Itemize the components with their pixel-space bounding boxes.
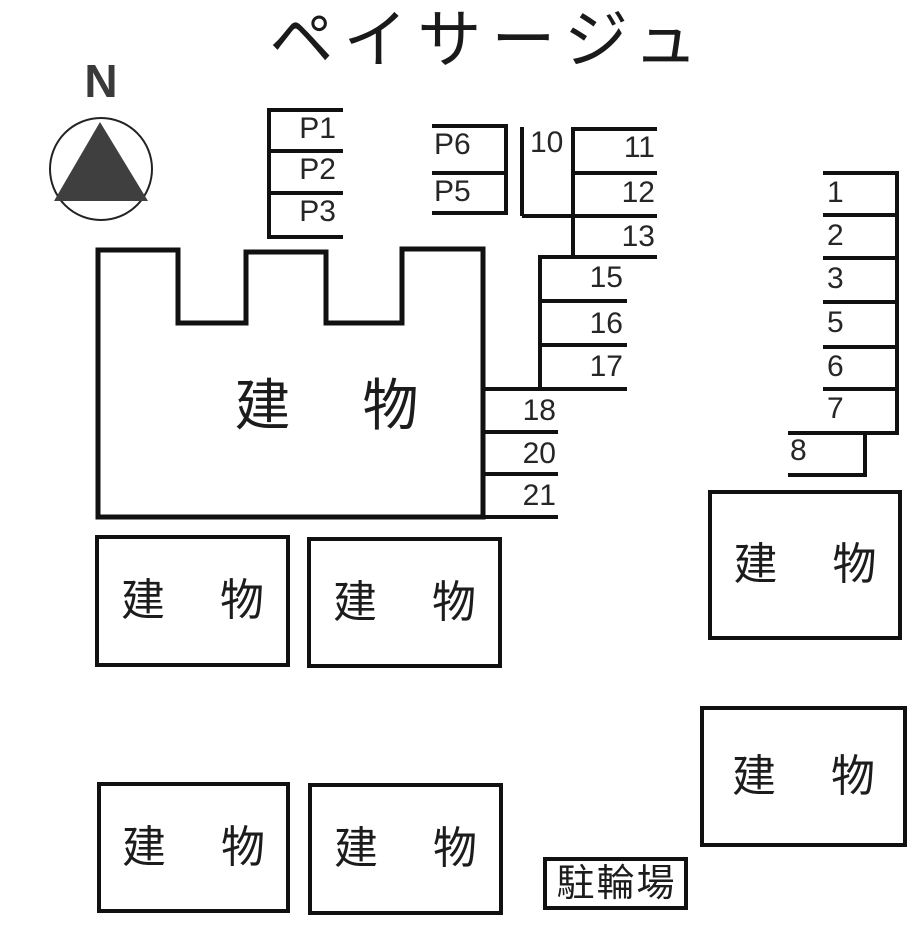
building-label: 建物: [733, 540, 917, 589]
building-label: 建物: [732, 751, 917, 801]
building-bottom-left: 建物: [97, 782, 290, 913]
parking-space-label-16: 16: [589, 307, 623, 340]
middle-parking-lines: [480, 127, 657, 519]
parking-space-label-p2: P2: [299, 153, 336, 186]
building-label: 建物: [122, 822, 320, 872]
p-stack-mid-lines: [432, 124, 508, 215]
parking-space-label-20: 20: [522, 437, 556, 470]
parking-space-label-p3: P3: [299, 195, 336, 228]
main-building-outline: [95, 246, 486, 520]
building-mid-left: 建物: [95, 535, 290, 667]
north-compass: [49, 117, 153, 221]
building-mid-center: 建物: [307, 537, 502, 668]
compass-north-triangle-icon: [54, 122, 148, 201]
building-label: 建物: [334, 824, 532, 873]
parking-space-label-p5: P5: [434, 175, 471, 208]
parking-space-label-8: 8: [790, 434, 807, 467]
page-title: ペイサージュ: [269, 4, 708, 76]
parking-space-label-2: 2: [827, 219, 844, 252]
p-stack-left-lines: [267, 108, 343, 239]
parking-space-label-1: 1: [827, 176, 844, 209]
parking-space-label-15: 15: [589, 261, 623, 294]
building-bottom-center: 建物: [308, 783, 503, 915]
main-building-label: 建物: [234, 374, 491, 437]
right-parking-lines: [788, 171, 899, 477]
parking-space-label-17: 17: [589, 350, 623, 383]
parking-space-label-12: 12: [621, 176, 655, 209]
building-label: 建物: [333, 577, 531, 627]
parking-space-label-7: 7: [827, 392, 844, 425]
parking-space-label-18: 18: [522, 394, 556, 427]
parking-space-label-21: 21: [522, 479, 556, 512]
building-lower-right: 建物: [700, 706, 907, 847]
bicycle-parking-label: 駐輪場: [556, 862, 677, 905]
north-label: N: [84, 55, 118, 107]
compass-circle-icon: [49, 117, 153, 221]
building-upper-right: 建物: [708, 490, 902, 640]
bicycle-parking-box: 駐輪場: [543, 857, 688, 910]
parking-space-label-5: 5: [827, 306, 844, 339]
building-label: 建物: [121, 576, 319, 625]
parking-space-label-13: 13: [621, 220, 655, 253]
parking-space-label-6: 6: [827, 350, 844, 383]
parking-space-label-11: 11: [623, 131, 655, 164]
parking-space-label-10: 10: [530, 126, 564, 159]
parking-space-label-p1: P1: [299, 112, 336, 145]
parking-space-label-p6: P6: [434, 128, 471, 161]
parking-space-label-3: 3: [827, 262, 844, 295]
